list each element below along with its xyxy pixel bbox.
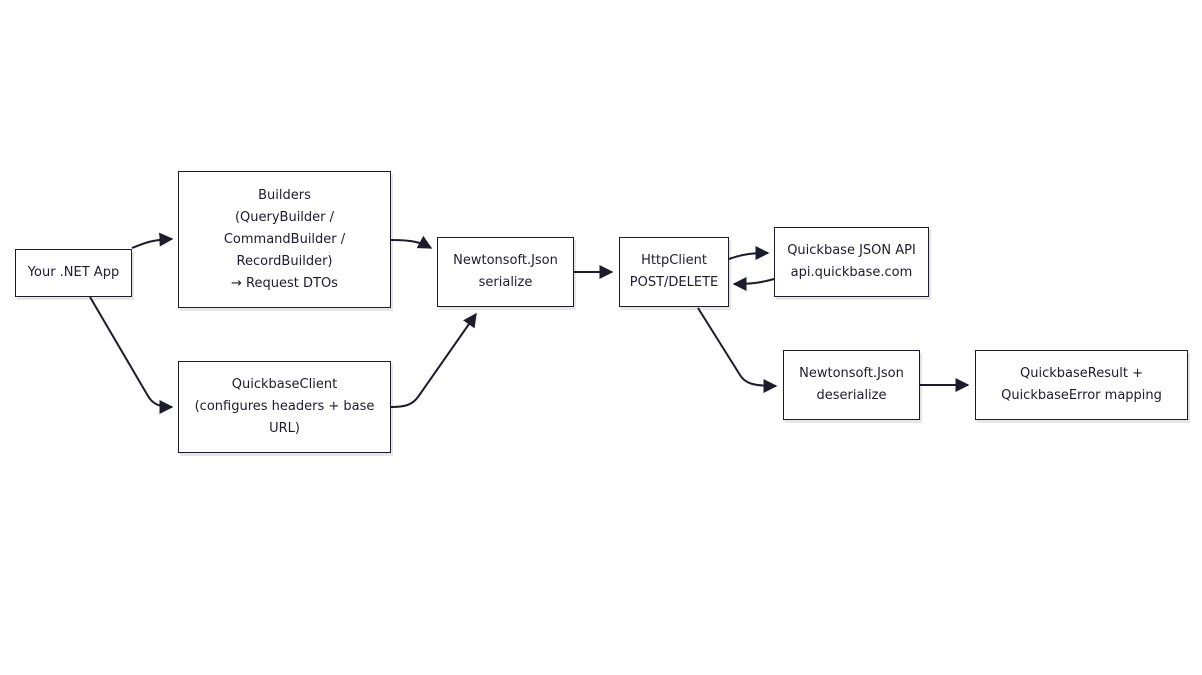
node-label: Newtonsoft.Json	[453, 253, 558, 268]
edge-app-to-builders	[131, 232, 174, 249]
node-quickbase-json-api: Quickbase JSON API api.quickbase.com	[774, 227, 929, 297]
node-label: (configures headers + base	[194, 399, 375, 414]
edge-http-to-deserialize	[697, 307, 778, 393]
node-label: Newtonsoft.Json	[799, 366, 904, 381]
edge-app-to-client	[89, 296, 174, 414]
node-label: serialize	[478, 275, 533, 290]
node-label: api.quickbase.com	[790, 265, 913, 280]
node-quickbase-client: QuickbaseClient (configures headers + ba…	[178, 361, 391, 453]
node-label: Quickbase JSON API	[787, 243, 916, 258]
edge-builders-to-serialize	[390, 235, 433, 249]
node-label: QuickbaseError mapping	[1001, 388, 1162, 403]
node-label: QuickbaseClient	[231, 377, 338, 392]
node-label: deserialize	[816, 388, 887, 403]
node-label: RecordBuilder)	[236, 253, 333, 269]
node-label: → Request DTOs	[231, 275, 338, 291]
node-label: URL)	[269, 421, 300, 436]
node-label: HttpClient	[641, 253, 707, 268]
node-newtonsoft-deserialize: Newtonsoft.Json deserialize	[783, 350, 920, 420]
node-httpclient: HttpClient POST/DELETE	[619, 237, 729, 307]
node-label: Your .NET App	[27, 265, 120, 280]
node-builders: Builders (QueryBuilder / CommandBuilder …	[178, 171, 391, 308]
node-label: POST/DELETE	[629, 275, 719, 290]
node-newtonsoft-serialize: Newtonsoft.Json serialize	[437, 237, 574, 307]
node-your-net-app: Your .NET App	[15, 249, 132, 297]
edge-client-to-serialize	[390, 312, 477, 408]
node-label: Builders	[258, 187, 311, 203]
edge-http-to-api	[728, 246, 770, 261]
node-label: (QueryBuilder /	[234, 209, 335, 225]
node-label: CommandBuilder /	[223, 231, 346, 247]
node-quickbase-result: QuickbaseResult + QuickbaseError mapping	[975, 350, 1188, 420]
node-label: QuickbaseResult +	[1020, 366, 1143, 381]
edge-api-to-http	[732, 276, 775, 291]
